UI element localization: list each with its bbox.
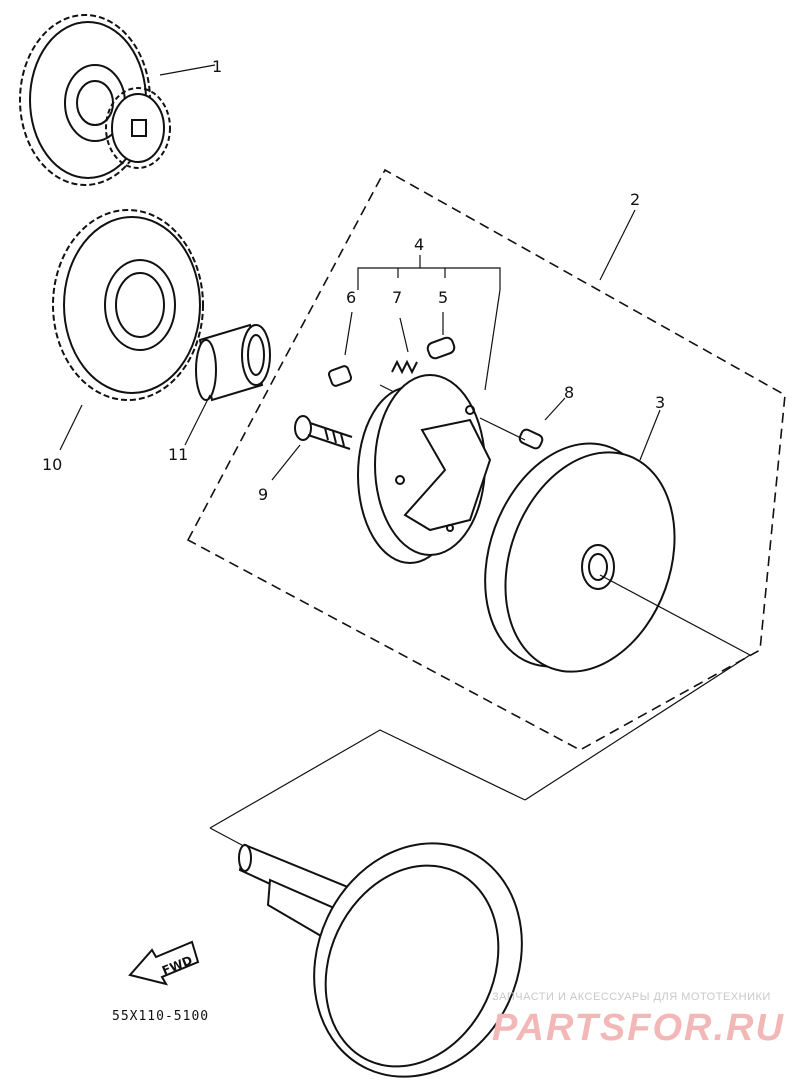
part-6-roller	[327, 311, 353, 387]
part-1-drive-gear	[19, 14, 216, 186]
part-9-bolt	[271, 415, 353, 481]
callout-1: 1	[212, 57, 222, 76]
callout-2: 2	[630, 190, 640, 209]
watermark-tagline: ЗАПЧАСТИ И АКСЕССУАРЫ ДЛЯ МОТОТЕХНИКИ	[492, 991, 771, 1003]
part-11-bushing	[184, 323, 271, 446]
callout-3: 3	[655, 393, 665, 412]
crankshaft-assembly	[238, 842, 523, 1078]
assembly-2-boundary	[186, 168, 786, 751]
watermark: ЗАПЧАСТИ И АКСЕССУАРЫ ДЛЯ МОТОТЕХНИКИ PA…	[492, 991, 785, 1049]
crankshaft-link-line	[209, 654, 751, 861]
callout-8: 8	[564, 383, 574, 402]
part-code-label: 55X110-5100	[112, 1009, 209, 1024]
fwd-direction-arrow: FWD	[128, 940, 200, 986]
callout-7: 7	[392, 288, 402, 307]
callout-11: 11	[168, 445, 188, 464]
callout-9: 9	[258, 485, 268, 504]
part-8-pin	[479, 397, 566, 450]
part-10-starter-wheel-gear	[52, 209, 204, 451]
callout-4: 4	[414, 235, 424, 254]
callout-10: 10	[42, 455, 62, 474]
part-4-bracket	[357, 255, 501, 391]
part-5-plunger	[426, 312, 456, 360]
part-3-clutch-plate	[484, 409, 751, 673]
callout-6: 6	[346, 288, 356, 307]
part-4-clutch-body	[357, 374, 492, 564]
watermark-brand: PARTSFOR.RU	[492, 1007, 785, 1049]
part-7-spring	[391, 317, 418, 375]
callout-5: 5	[438, 288, 448, 307]
